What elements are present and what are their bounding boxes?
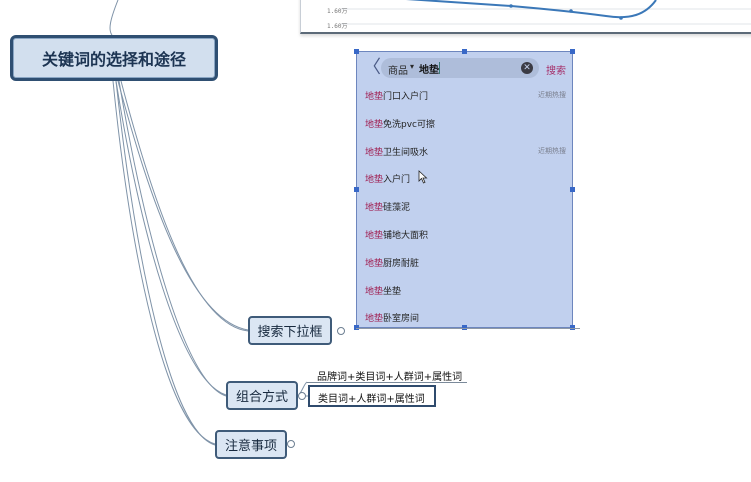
suggestion-keyword: 地垫 (365, 258, 384, 269)
resize-handle[interactable] (570, 49, 575, 54)
search-button[interactable]: 搜索 (546, 66, 566, 77)
suggestion-item[interactable]: 地垫入户门 (357, 164, 572, 192)
search-query: 地垫 (419, 65, 439, 76)
resize-handle[interactable] (462, 325, 467, 330)
chart-fragment: 1.60万 1.60万 (300, 0, 751, 34)
suggestion-rest: 厨房耐脏 (383, 258, 420, 269)
suggestion-label: 地垫免洗pvc可擦 (365, 117, 435, 130)
suggestion-label: 地垫铺地大面积 (365, 228, 428, 241)
search-bar: 〈 商品 ▾ 地垫 ✕ 搜索 (357, 54, 572, 82)
mouse-pointer-icon (418, 170, 428, 184)
suggestion-rest: 门口入户门 (383, 92, 429, 102)
chart-tick-label: 1.60万 (327, 23, 348, 30)
back-arrow-icon[interactable]: 〈 (363, 57, 381, 78)
search-input[interactable]: 商品 ▾ 地垫 ✕ (381, 58, 539, 78)
branch-notes[interactable]: 注意事项 (215, 430, 287, 459)
chart-tick-label: 1.60万 (327, 8, 348, 15)
category-select[interactable]: 商品 (388, 66, 408, 77)
divider (356, 328, 580, 329)
resize-handle[interactable] (354, 187, 359, 192)
chevron-down-icon: ▾ (410, 62, 415, 71)
suggestion-rest: 硅藻泥 (383, 203, 411, 214)
trending-tag: 近期热搜 (538, 146, 566, 155)
suggestion-label: 地垫硅藻泥 (365, 200, 410, 213)
suggestion-keyword: 地垫 (365, 119, 384, 130)
root-topic-node[interactable]: 关键词的选择和途径 (10, 35, 218, 81)
suggestion-rest: 铺地大面积 (383, 230, 429, 241)
suggestion-label: 地垫坐垫 (365, 284, 401, 297)
chart-line (341, 0, 751, 25)
suggestion-label: 地垫卫生间吸水 (365, 145, 428, 158)
suggestion-rest: 卫生间吸水 (383, 147, 429, 158)
suggestion-item[interactable]: 地垫铺地大面积 (357, 220, 572, 248)
combination-child-2-label: 类目词+人群词+属性词 (318, 394, 425, 405)
branch-label: 搜索下拉框 (257, 325, 323, 340)
suggestion-rest: 卧室房间 (383, 314, 420, 325)
suggestion-label: 地垫厨房耐脏 (365, 256, 419, 269)
suggestion-item[interactable]: 地垫硅藻泥 (357, 192, 572, 220)
suggestion-label: 地垫门口入户门 (365, 89, 428, 102)
suggestion-keyword: 地垫 (365, 92, 384, 102)
branch-search-dropdown[interactable]: 搜索下拉框 (248, 316, 332, 345)
suggestion-rest: 入户门 (383, 175, 411, 186)
resize-handle[interactable] (462, 49, 467, 54)
suggestion-keyword: 地垫 (365, 286, 384, 297)
suggestion-label: 地垫卧室房间 (365, 311, 419, 324)
trending-tag: 近期热搜 (538, 91, 566, 99)
collapse-toggle[interactable] (337, 327, 345, 335)
suggestion-rest: 免洗pvc可擦 (383, 119, 436, 130)
suggestion-item[interactable]: 地垫免洗pvc可擦 (357, 109, 572, 137)
suggestion-item[interactable]: 地垫卧室房间 (357, 303, 572, 327)
resize-handle[interactable] (570, 187, 575, 192)
collapse-toggle[interactable] (298, 392, 306, 400)
resize-handle[interactable] (354, 49, 359, 54)
branch-label: 组合方式 (235, 390, 288, 405)
suggestion-keyword: 地垫 (365, 314, 384, 325)
suggestion-keyword: 地垫 (365, 175, 384, 186)
suggestion-keyword: 地垫 (365, 147, 384, 158)
combination-child-2-selected[interactable]: 类目词+人群词+属性词 (308, 385, 436, 407)
suggestion-keyword: 地垫 (365, 203, 384, 214)
suggestion-item[interactable]: 地垫卫生间吸水 近期热搜 (357, 137, 572, 165)
suggestion-item[interactable]: 地垫门口入户门 近期热搜 (357, 81, 572, 109)
branch-combination[interactable]: 组合方式 (226, 381, 298, 410)
resize-handle[interactable] (570, 325, 575, 330)
suggestion-item[interactable]: 地垫厨房耐脏 (357, 248, 572, 276)
suggestion-item[interactable]: 地垫坐垫 (357, 276, 572, 304)
suggestion-label: 地垫入户门 (365, 172, 410, 185)
search-screenshot-image[interactable]: 〈 商品 ▾ 地垫 ✕ 搜索 地垫门口入户门近期热搜地垫免洗pvc可擦地垫卫生间… (356, 51, 573, 328)
child-underline (307, 382, 467, 383)
combination-child-1[interactable]: 品牌词+类目词+人群词+属性词 (317, 372, 463, 383)
clear-icon[interactable]: ✕ (521, 62, 533, 74)
suggestion-list: 地垫门口入户门近期热搜地垫免洗pvc可擦地垫卫生间吸水近期热搜地垫入户门地垫硅藻… (357, 81, 572, 327)
branch-label: 注意事项 (224, 439, 277, 454)
resize-handle[interactable] (354, 325, 359, 330)
expand-toggle[interactable] (287, 440, 295, 448)
text-cursor (439, 62, 440, 74)
root-topic-label: 关键词的选择和途径 (41, 50, 186, 69)
suggestion-keyword: 地垫 (365, 230, 384, 241)
suggestion-rest: 坐垫 (383, 286, 402, 297)
